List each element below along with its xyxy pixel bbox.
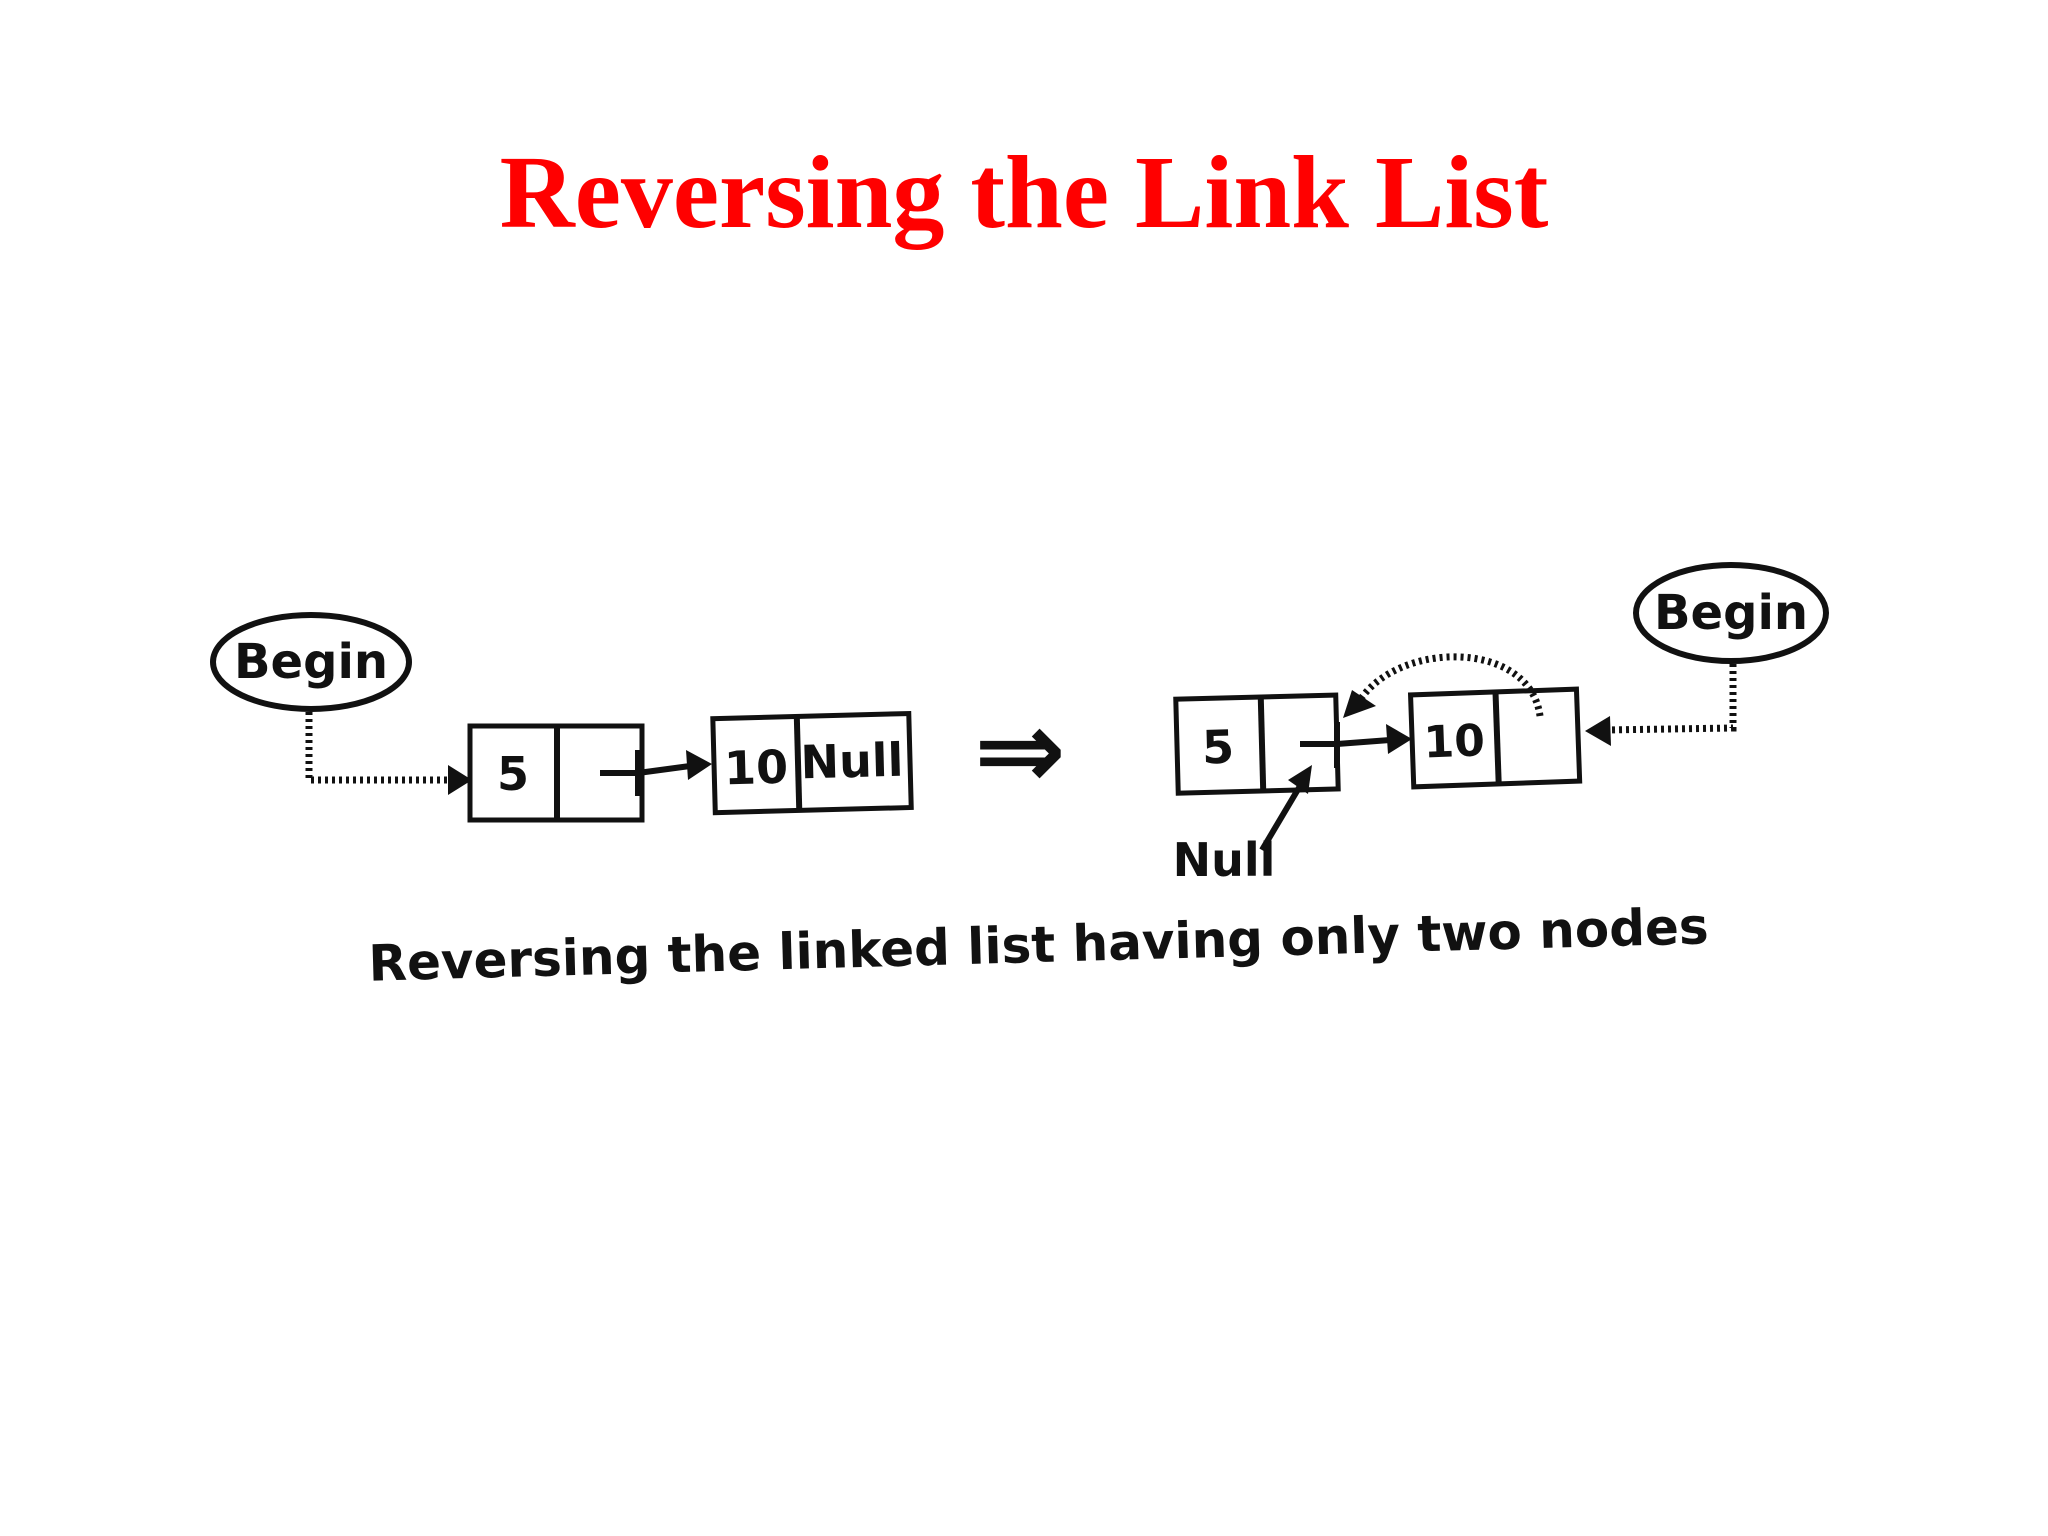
begin-ellipse-after: [1633, 562, 1829, 664]
node-value-after-1: 5: [1201, 720, 1234, 775]
reversed-pointer: [1357, 653, 1544, 717]
node-value-before-1: 5: [497, 747, 529, 801]
slide-title: Reversing the Link List: [499, 135, 1549, 250]
next-link-head-before: [686, 750, 712, 780]
after-state: 5 10 Begin Null: [1173, 562, 1829, 887]
begin-pointer-before: [305, 712, 455, 784]
null-pointer-after: [1259, 784, 1303, 852]
node-10-after: 10: [1407, 686, 1583, 790]
next-link-head-after: [1386, 724, 1412, 754]
begin-ellipse-before: [210, 612, 412, 712]
node-5-after: 5: [1173, 692, 1341, 796]
transition-arrow: ⇒: [974, 686, 1066, 814]
begin-label-after: Begin: [1654, 585, 1808, 641]
node-10-before: 10 Null: [710, 710, 914, 816]
reversed-pointer-head: [1343, 690, 1376, 718]
null-label-after: Null: [1173, 833, 1276, 887]
begin-pointer-after: [1604, 664, 1737, 734]
begin-label-before: Begin: [234, 634, 388, 690]
diagram-caption: Reversing the linked list having only tw…: [368, 897, 1710, 992]
null-pointer-head-after: [1288, 765, 1312, 794]
begin-pointer-head-after: [1585, 716, 1611, 746]
node-value-after-2: 10: [1423, 715, 1486, 768]
node-5-before: 5: [467, 723, 645, 823]
node-value-before-2: 10: [723, 740, 788, 796]
begin-pointer-head-before: [448, 765, 472, 795]
before-state: Begin 5 10 Null: [210, 612, 914, 823]
null-label-before: Null: [800, 733, 904, 790]
